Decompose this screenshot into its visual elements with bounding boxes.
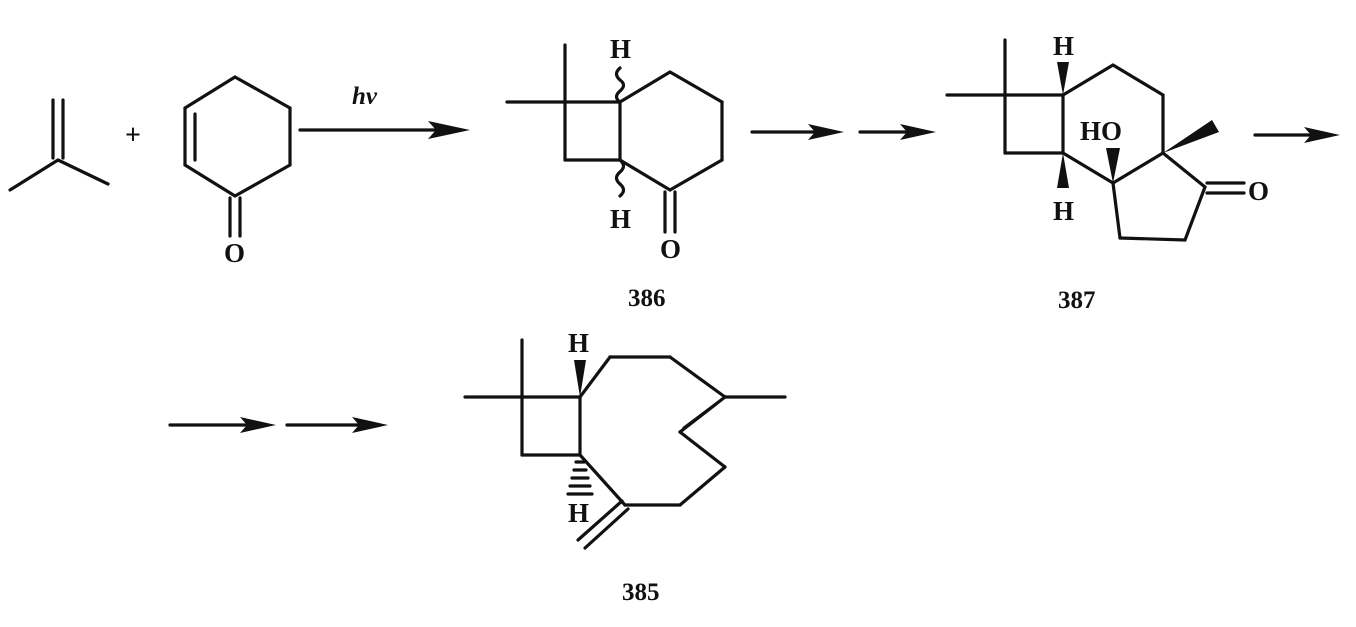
multistep-arrows-2 (168, 417, 388, 433)
atom-label-oxygen: O (1248, 176, 1269, 206)
atom-label-oxygen: O (224, 238, 245, 268)
atom-label-hydroxyl: HO (1080, 116, 1122, 146)
compound-number-386: 386 (628, 285, 666, 312)
atom-label-oxygen: O (660, 234, 681, 264)
reagent-label-hv: hν (352, 83, 378, 110)
atom-label-hydrogen: H (1053, 31, 1074, 61)
plus-sign: + (125, 120, 141, 151)
compound-385-structure (463, 338, 787, 550)
cyclohexenone (183, 75, 292, 238)
compound-386-structure (505, 43, 724, 234)
photochemical-arrow (298, 121, 470, 139)
multistep-arrows-1 (750, 124, 936, 140)
atom-label-hydrogen: H (1053, 196, 1074, 226)
atom-label-hydrogen: H (610, 34, 631, 64)
isobutylene (8, 98, 110, 192)
compound-number-385: 385 (622, 579, 660, 606)
atom-label-hydrogen: H (610, 204, 631, 234)
compound-387-structure (945, 38, 1246, 242)
atom-label-hydrogen: H (568, 328, 589, 358)
atom-label-hydrogen: H (568, 498, 589, 528)
continuation-arrow (1253, 127, 1340, 143)
compound-number-387: 387 (1058, 287, 1096, 314)
